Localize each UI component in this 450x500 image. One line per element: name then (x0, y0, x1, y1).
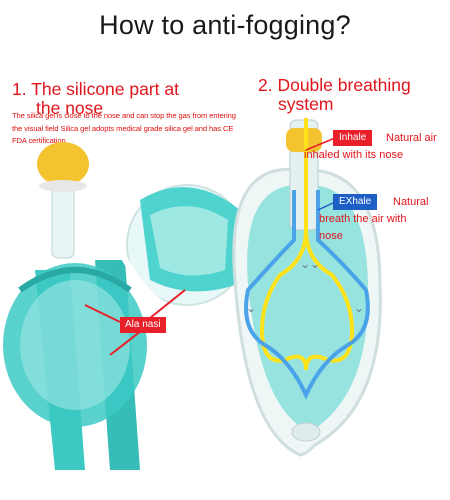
exhale-airflow-left (244, 190, 296, 347)
exhale-description-line1: Natural (393, 196, 429, 208)
exhale-description-line2: breath the air with (319, 213, 407, 225)
left-snorkel-cap (37, 142, 89, 186)
callout-line-left (84, 304, 121, 323)
right-mask-lens (247, 184, 369, 432)
inhale-airflow-right (304, 229, 354, 331)
inhale-description-line2: inhaled with its nose (304, 149, 404, 161)
exhale-tag: EXhale (333, 194, 378, 210)
section2-heading: 2. Double breathing system (258, 76, 448, 114)
left-snorkel-cap-base (39, 180, 87, 192)
flow-chevron-center: ⌄⌄ (300, 257, 320, 271)
section1-heading-line2: the nose (36, 98, 104, 118)
callout-line-upper (149, 289, 186, 319)
inhale-tag: Inhale (333, 130, 373, 146)
exhale-description-lines: breath the air with nose (319, 211, 447, 245)
silicone-description: The silica gel is close to the nose and … (12, 111, 236, 145)
section2-heading-line2: system (278, 94, 334, 114)
left-mask-frame (18, 267, 132, 293)
section1-heading: 1. The silicone part at the nose (12, 80, 222, 118)
flow-chevron-right: ⌄ (354, 301, 364, 315)
ala-nasi-callout: Ala nasi (120, 317, 166, 333)
exhale-pointer-line (317, 201, 336, 211)
inhale-description-line1: Natural air (386, 132, 437, 144)
page-title: How to anti-fogging? (99, 10, 351, 40)
nose-silicone-edge (117, 248, 177, 313)
exhale-airflow-right (316, 190, 370, 347)
section1-heading-line1: 1. The silicone part at (12, 79, 179, 99)
inhale-pointer-line (305, 137, 336, 151)
exhale-valve (291, 422, 321, 442)
nose-silicone-inner (150, 206, 228, 276)
exhale-description-line3: nose (319, 230, 343, 242)
section2-heading-line1: 2. Double breathing (258, 75, 411, 95)
flow-chevron-left: ⌄ (246, 301, 256, 315)
exhale-airflow-bottom (263, 343, 350, 400)
